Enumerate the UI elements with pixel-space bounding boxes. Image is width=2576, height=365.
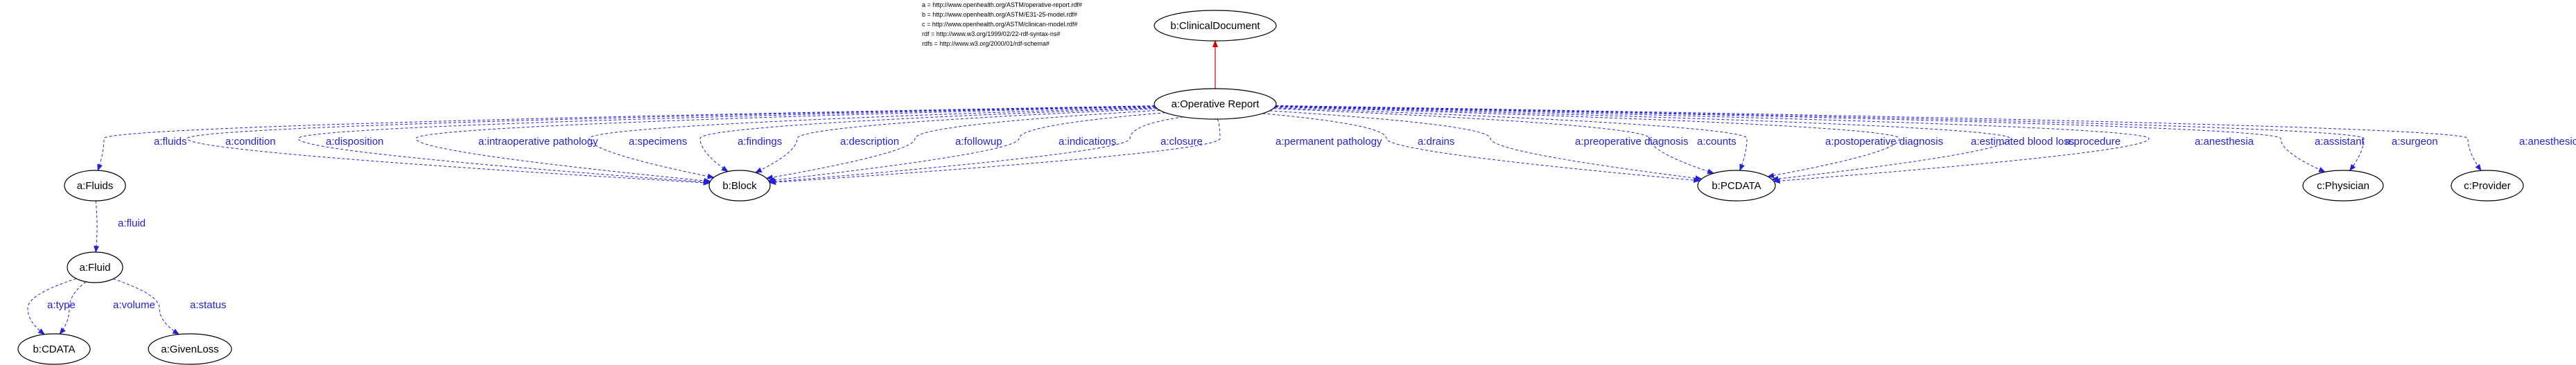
node-ellipse — [2451, 170, 2524, 202]
property-edge — [1276, 105, 2482, 172]
namespace-line: b = http://www.openhealth.org/ASTM/E31-2… — [922, 11, 1077, 18]
edge-label: a:assistant — [2315, 136, 2365, 148]
node-ellipse — [17, 333, 91, 365]
node-label: c:Provider — [2464, 180, 2511, 192]
node-block[interactable]: b:Block — [708, 170, 771, 202]
node-label: a:Fluid — [79, 262, 110, 274]
node-label: a:GivenLoss — [161, 344, 218, 355]
edge-label: a:condition — [225, 136, 276, 148]
node-fluid[interactable]: a:Fluid — [67, 251, 123, 283]
property-edge — [1275, 106, 2011, 182]
edge-label: a:specimens — [629, 136, 687, 148]
edge-label: a:intraoperative pathology — [478, 136, 598, 148]
edge-label-layer: a:fluids a:condition a:disposition a:intrao… — [47, 136, 2576, 311]
property-edge — [186, 105, 1155, 186]
edge-label: a:disposition — [326, 136, 383, 148]
property-edge — [1273, 108, 1715, 175]
property-edge — [1262, 113, 1701, 184]
node-physician[interactable]: c:Physician — [2302, 170, 2384, 202]
node-given-loss[interactable]: a:GivenLoss — [148, 333, 232, 365]
property-edge — [415, 106, 1156, 184]
property-edge — [699, 107, 1157, 172]
property-edge — [755, 108, 1158, 173]
edge-label: a:estimated blood loss — [1971, 136, 2074, 148]
property-edge — [589, 107, 1156, 179]
edge-label: a:findings — [738, 136, 782, 148]
node-label: c:Physician — [2317, 180, 2369, 192]
edge-label: a:postoperative diagnosis — [1825, 136, 1943, 148]
edge-label: a:anesthesiologist — [2519, 136, 2576, 148]
edge-label: a:counts — [1697, 136, 1737, 148]
node-label: a:Operative Report — [1172, 98, 1260, 110]
edge-label: a:fluid — [118, 217, 146, 229]
node-ellipse — [1154, 10, 1277, 42]
property-edge — [768, 116, 1183, 185]
edge-label: a:surgeon — [2392, 136, 2438, 148]
edge-label: a:permanent pathology — [1276, 136, 1382, 148]
node-layer: b:ClinicalDocument a:Operative Report a:Fl… — [17, 10, 2524, 365]
node-ellipse — [148, 333, 232, 365]
edge-label: a:closure — [1160, 136, 1203, 148]
node-cdata[interactable]: b:CDATA — [17, 333, 91, 365]
node-ellipse — [708, 170, 771, 202]
namespace-line: a = http://www.openhealth.org/ASTM/opera… — [922, 1, 1082, 8]
property-edge — [1276, 105, 2326, 172]
node-ellipse — [1697, 170, 1776, 202]
property-edge — [94, 200, 100, 253]
node-label: b:ClinicalDocument — [1170, 20, 1260, 32]
edge-label: a:status — [190, 299, 227, 311]
node-label: a:Fluids — [77, 180, 114, 192]
edge-layer — [27, 40, 2482, 335]
node-clinical-document[interactable]: b:ClinicalDocument — [1154, 10, 1277, 42]
property-edge — [27, 278, 77, 335]
node-ellipse — [2302, 170, 2384, 202]
node-fluids[interactable]: a:Fluids — [64, 170, 126, 202]
node-label: b:Block — [722, 180, 757, 192]
property-edge — [769, 118, 1221, 186]
node-pcdata[interactable]: b:PCDATA — [1697, 170, 1776, 202]
edge-label: a:type — [47, 299, 76, 311]
edge-label: a:indications — [1059, 136, 1116, 148]
edge-label: a:anesthesia — [2195, 136, 2254, 148]
node-ellipse — [67, 251, 123, 283]
edge-label: a:fluids — [154, 136, 187, 148]
property-edge — [1269, 110, 1703, 181]
namespace-line: rdf = http://www.w3.org/1999/02/22-rdf-s… — [922, 30, 1060, 37]
property-edge — [59, 281, 87, 335]
node-ellipse — [1154, 88, 1277, 120]
property-edge — [765, 109, 1160, 180]
property-edge — [1275, 106, 1900, 179]
edge-label: a:drains — [1418, 136, 1454, 148]
property-edge — [1276, 105, 2150, 184]
node-label: b:CDATA — [33, 344, 75, 355]
property-edge — [97, 105, 1155, 172]
namespace-legend: a = http://www.openhealth.org/ASTM/opera… — [922, 1, 1082, 47]
node-ellipse — [64, 170, 126, 202]
property-edge — [767, 112, 1166, 183]
property-edge — [297, 105, 1156, 185]
edge-label: a:preoperative diagnosis — [1575, 136, 1688, 148]
edge-label: a:description — [840, 136, 899, 148]
node-operative-report[interactable]: a:Operative Report — [1154, 88, 1277, 120]
namespace-line: rdfs = http://www.w3.org/2000/01/rdf-sch… — [922, 40, 1050, 47]
edge-label: a:volume — [113, 299, 155, 311]
edge-label: a:procedure — [2065, 136, 2121, 148]
namespace-line: c = http://www.openhealth.org/ASTM/clini… — [922, 21, 1077, 28]
node-label: b:PCDATA — [1712, 180, 1761, 192]
edge-label: a:followup — [955, 136, 1002, 148]
node-provider[interactable]: c:Provider — [2451, 170, 2524, 202]
